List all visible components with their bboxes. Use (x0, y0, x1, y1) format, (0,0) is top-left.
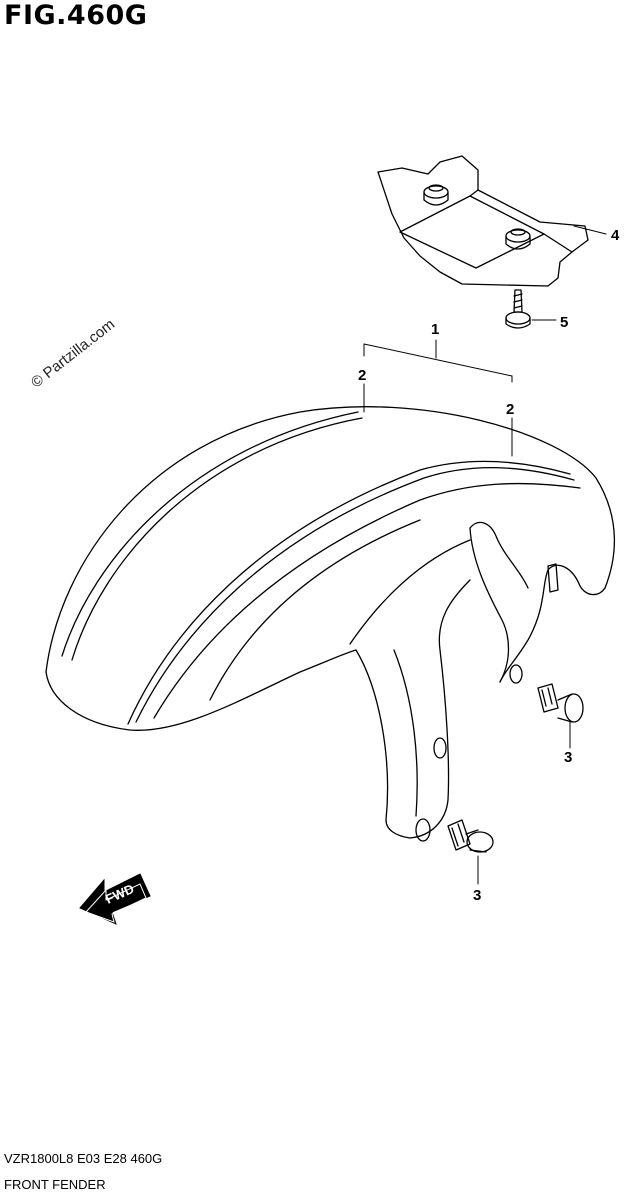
callout-4: 4 (611, 227, 620, 244)
bracket-part (377, 155, 589, 287)
bracket-screw-part (505, 289, 531, 329)
section-name: FRONT FENDER (4, 1177, 106, 1192)
screw-upper-part (537, 683, 584, 723)
callout-2-left: 2 (358, 367, 366, 384)
front-fender-part (45, 406, 616, 842)
callout-2-right: 2 (506, 401, 514, 418)
fwd-arrow: FWD (79, 873, 151, 925)
callout-5: 5 (560, 314, 568, 331)
callout-1: 1 (431, 321, 439, 338)
leader-lines (363, 225, 607, 885)
callout-3-upper: 3 (564, 749, 572, 766)
figure-title: FIG.460G (4, 0, 148, 31)
callout-3-lower: 3 (473, 887, 481, 904)
model-code: VZR1800L8 E03 E28 460G (4, 1151, 163, 1166)
screw-lower-part (447, 819, 494, 853)
